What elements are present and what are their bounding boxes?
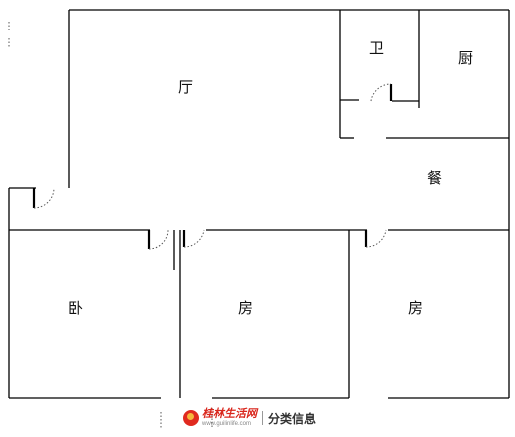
room-label-kitchen: 厨 [458,49,474,67]
mid-door-swing [183,229,205,248]
right-door-swing [365,229,387,248]
watermark-brand-block: 桂林生活网 www.guilinlife.com [202,408,257,428]
room-label-dining: 餐 [427,169,443,187]
room-label-master: 卧 [68,299,84,317]
watermark-divider [262,411,263,425]
room-label-bath: 卫 [369,39,385,57]
room-label-living: 厅 [178,78,194,96]
bath-door-swing [370,83,392,102]
master-door-swing [148,229,169,250]
brand-logo-icon [183,410,199,426]
watermark-brand: 桂林生活网 [202,408,257,420]
room-label-room-mid: 房 [238,299,254,317]
watermark-domain: www.guilinlife.com [202,421,252,427]
watermark: 桂林生活网 www.guilinlife.com 分类信息 [183,408,316,428]
room-label-room-right: 房 [408,299,424,317]
door-swings [8,22,392,428]
entry-door-swing [33,187,55,209]
walls [8,9,510,399]
watermark-service: 分类信息 [268,411,317,426]
